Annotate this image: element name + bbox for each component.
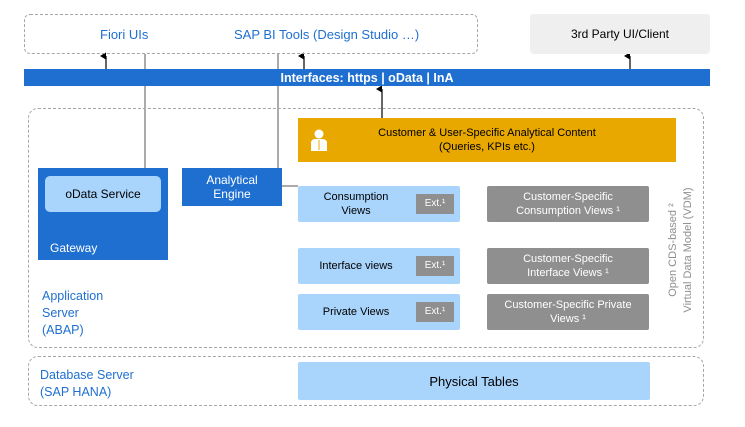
private-views: Private Views Ext.¹ bbox=[298, 294, 460, 330]
database-server-box bbox=[28, 356, 704, 406]
gateway-label: Gateway bbox=[50, 241, 98, 255]
cs-label-line2: Interface Views ¹ bbox=[527, 267, 609, 279]
interfaces-bar: Interfaces: https | oData | InA bbox=[24, 69, 710, 86]
app-server-line2: Server bbox=[42, 306, 79, 320]
analytical-content-bar: Customer & User-Specific Analytical Cont… bbox=[298, 118, 676, 162]
content-line2: (Queries, KPIs etc.) bbox=[439, 141, 535, 153]
ext-badge: Ext.¹ bbox=[416, 194, 454, 214]
application-server-label: Application Server (ABAP) bbox=[42, 288, 103, 339]
view-label: Interface views bbox=[319, 260, 393, 272]
db-server-line1: Database Server bbox=[40, 368, 134, 382]
analytical-engine-line2: Engine bbox=[213, 187, 251, 201]
ext-badge: Ext.¹ bbox=[416, 256, 454, 276]
cs-label-line1: Customer-Specific Private bbox=[504, 299, 632, 311]
ext-badge: Ext.¹ bbox=[416, 302, 454, 322]
view-label-line2: Views bbox=[341, 205, 371, 217]
user-icon bbox=[311, 129, 327, 151]
fiori-uis-label: Fiori UIs bbox=[100, 27, 149, 42]
analytical-engine-line1: Analytical bbox=[206, 173, 258, 187]
customer-interface-views: Customer-Specific Interface Views ¹ bbox=[487, 248, 649, 284]
sap-bi-tools-label: SAP BI Tools (Design Studio …) bbox=[234, 27, 420, 42]
app-server-line1: Application bbox=[42, 289, 104, 303]
cs-label-line1: Customer-Specific bbox=[523, 191, 613, 203]
vdm-line1: Open CDS-based ² bbox=[667, 203, 679, 297]
cs-label-line2: Consumption Views ¹ bbox=[516, 205, 620, 217]
content-line1: Customer & User-Specific Analytical Cont… bbox=[378, 127, 596, 139]
interface-views: Interface views Ext.¹ bbox=[298, 248, 460, 284]
third-party-client-box: 3rd Party UI/Client bbox=[530, 14, 710, 54]
cs-label-line1: Customer-Specific bbox=[523, 253, 613, 265]
customer-private-views: Customer-Specific Private Views ¹ bbox=[487, 294, 649, 330]
consumption-views: Consumption Views Ext.¹ bbox=[298, 186, 460, 222]
vdm-label: Open CDS-based ² Virtual Data Model (VDM… bbox=[666, 170, 702, 330]
db-server-line2: (SAP HANA) bbox=[40, 385, 112, 399]
customer-consumption-views: Customer-Specific Consumption Views ¹ bbox=[487, 186, 649, 222]
app-server-line3: (ABAP) bbox=[42, 323, 84, 337]
ui-clients-box bbox=[24, 14, 478, 54]
database-server-label: Database Server (SAP HANA) bbox=[40, 367, 134, 401]
view-label-line1: Consumption bbox=[323, 191, 389, 203]
analytical-engine: Analytical Engine bbox=[182, 168, 282, 206]
view-label: Private Views bbox=[322, 306, 390, 318]
vdm-line2: Virtual Data Model (VDM) bbox=[682, 187, 694, 313]
application-server-box bbox=[28, 108, 704, 348]
cs-label-line2: Views ¹ bbox=[550, 313, 586, 325]
physical-tables: Physical Tables bbox=[298, 362, 650, 400]
odata-service: oData Service bbox=[45, 176, 161, 212]
